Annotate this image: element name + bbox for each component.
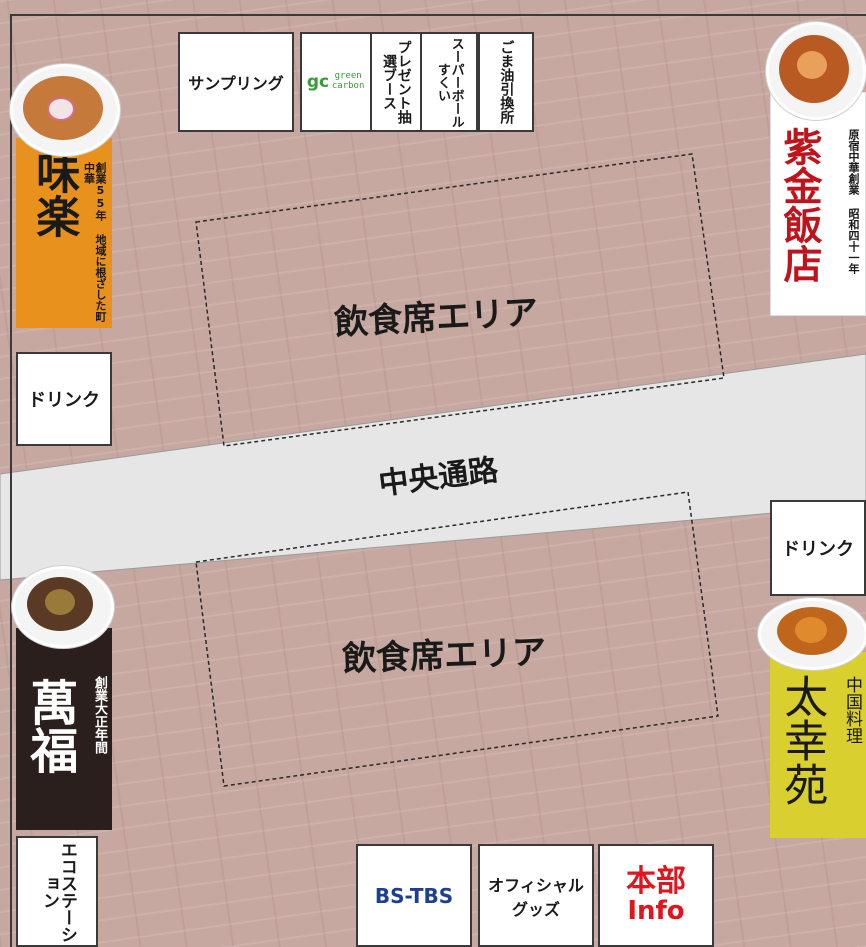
stir-fry-dish-icon [766, 22, 866, 120]
eco-station-label: エコステーション [39, 840, 77, 943]
drink-booth-right[interactable]: ドリンク [770, 500, 866, 596]
restaurant-taikoen-name: 太幸苑 [776, 674, 828, 806]
restaurant-taikoen-tagline: 中国料理 [842, 676, 862, 744]
drink-booth-left[interactable]: ドリンク [16, 352, 112, 446]
superball-booth[interactable]: スーパーボールすくい [420, 32, 478, 132]
official-goods-label-line1: オフィシャル [488, 875, 584, 895]
sampling-booth[interactable]: サンプリング [178, 32, 294, 132]
present-lottery-booth-label: プレゼント抽選ブース [381, 40, 412, 124]
headquarters-info-booth[interactable]: 本部 Info [598, 844, 714, 947]
restaurant-shikin-tagline: 原宿中華創業 昭和四十一年 [847, 129, 860, 274]
eco-station-booth[interactable]: エコステーション [16, 836, 98, 947]
braised-dish-icon [758, 598, 866, 670]
green-carbon-name: green carbon [331, 71, 365, 91]
central-corridor [0, 353, 866, 581]
restaurant-miraku-tagline: 創業55年 地域に根ざした町中華 [82, 162, 107, 322]
sesame-oil-booth-label: ごま油引換所 [498, 40, 515, 124]
official-goods-label-line2: グッズ [511, 899, 560, 919]
restaurant-miraku-name: 味楽 [28, 150, 80, 238]
restaurant-manpuku[interactable]: 萬福 創業大正年間 [16, 628, 112, 830]
green-carbon-logo-icon: gc [306, 72, 330, 92]
restaurant-shikin[interactable]: 紫金飯店 原宿中華創業 昭和四十一年 [770, 92, 866, 316]
restaurant-taikoen[interactable]: 太幸苑 中国料理 [770, 652, 866, 838]
bs-tbs-booth[interactable]: BS-TBS [356, 844, 472, 947]
info-label: Info [627, 895, 685, 926]
drink-booth-left-label: ドリンク [28, 390, 100, 411]
official-goods-booth[interactable]: オフィシャル グッズ [478, 844, 594, 947]
dining-area-bottom-label: 飲食席エリア [341, 632, 547, 680]
venue-border [10, 14, 866, 947]
dining-area-bottom-outline [195, 491, 719, 787]
green-carbon-booth[interactable]: gc green carbon [300, 32, 372, 132]
restaurant-shikin-name: 紫金飯店 [776, 127, 823, 283]
restaurant-miraku[interactable]: 味楽 創業55年 地域に根ざした町中華 [16, 138, 112, 328]
sesame-oil-booth[interactable]: ごま油引換所 [478, 32, 534, 132]
bs-tbs-label: BS-TBS [374, 883, 454, 908]
ramen-dish-icon [10, 64, 120, 156]
present-lottery-booth[interactable]: プレゼント抽選ブース [370, 32, 422, 132]
restaurant-manpuku-tagline: 創業大正年間 [92, 676, 107, 754]
headquarters-label: 本部 [626, 864, 686, 900]
restaurant-manpuku-name: 萬福 [21, 678, 78, 774]
noodle-dish-icon [12, 566, 114, 648]
sampling-booth-label: サンプリング [188, 74, 284, 93]
superball-booth-label: スーパーボールすくい [435, 36, 464, 128]
drink-booth-right-label: ドリンク [782, 539, 854, 560]
